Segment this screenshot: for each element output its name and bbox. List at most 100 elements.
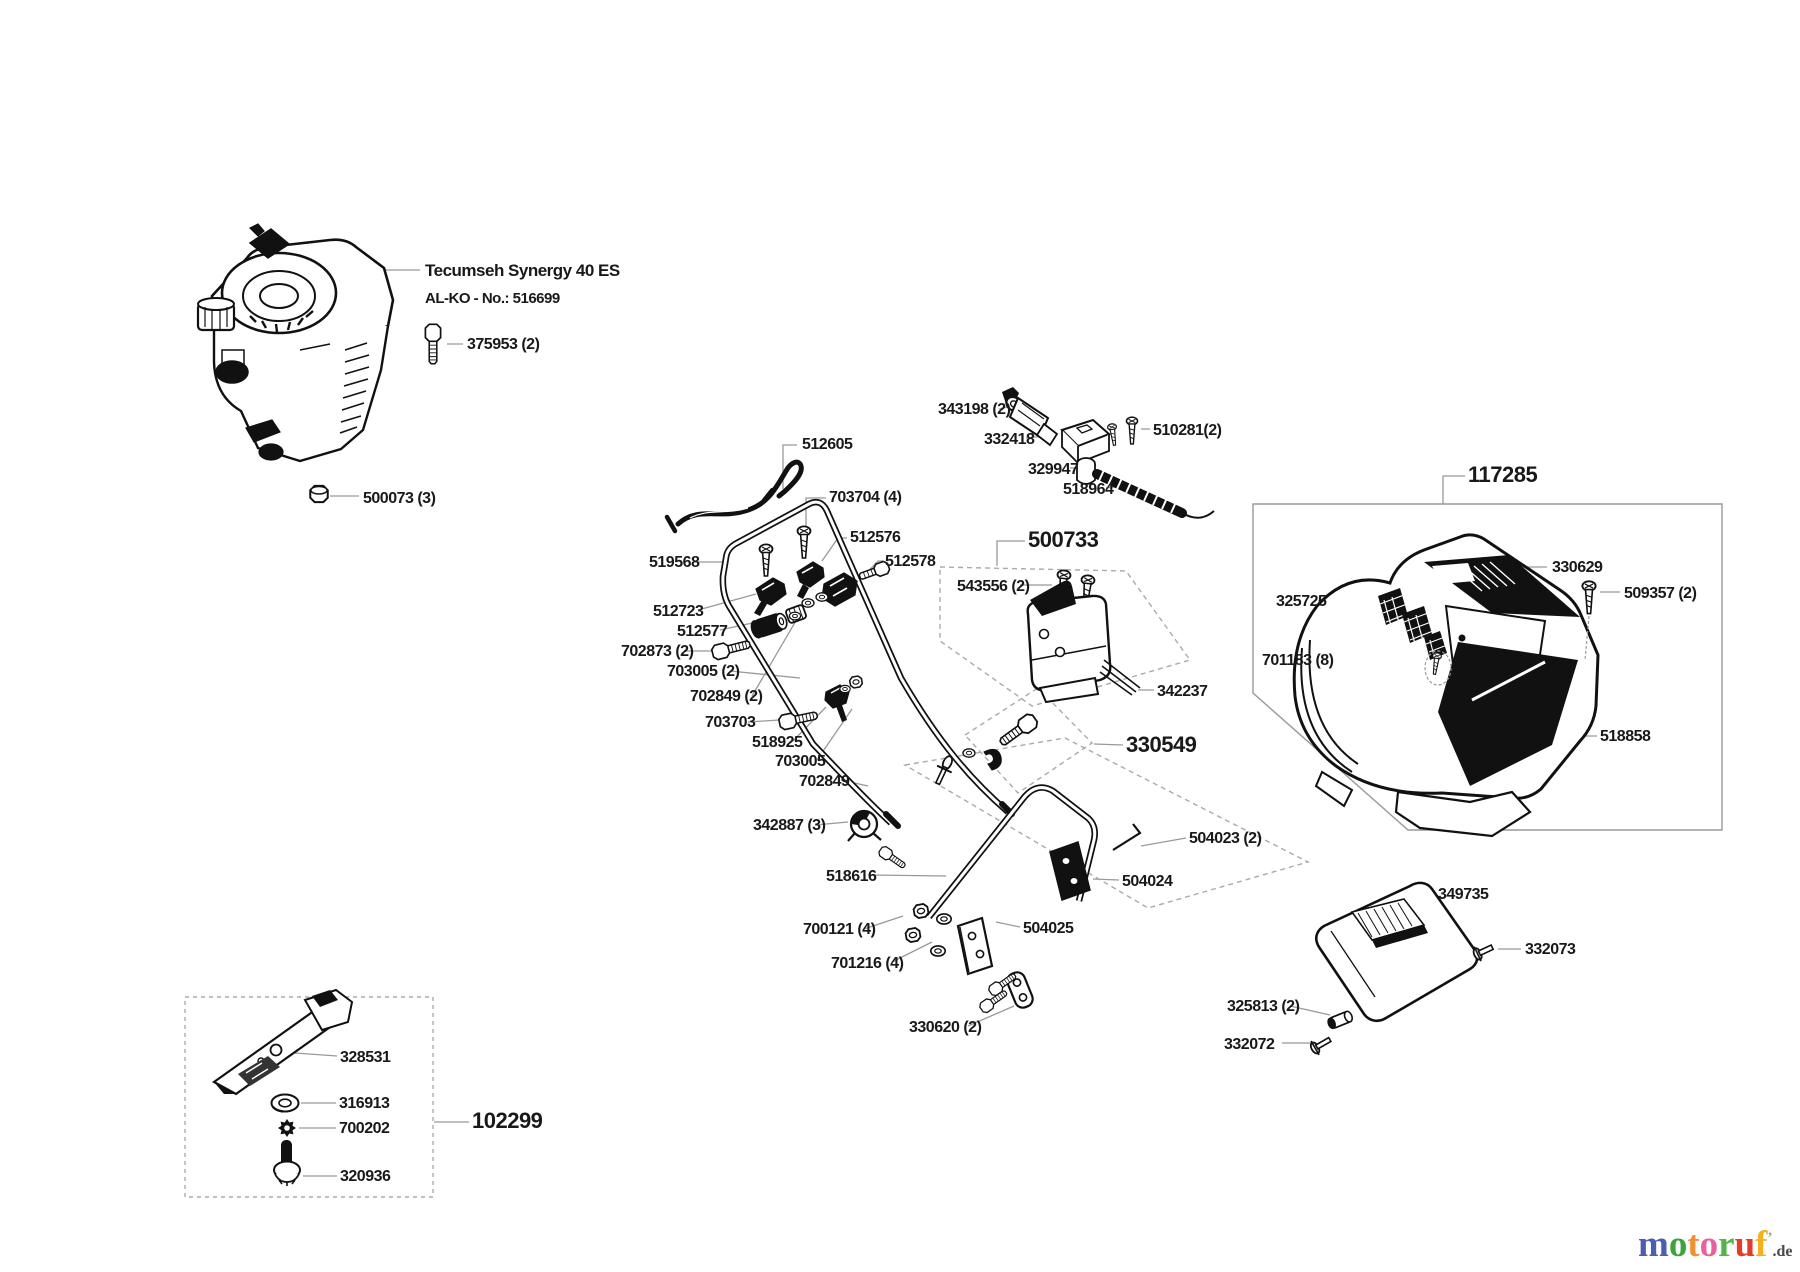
part-label-325725: 325725: [1276, 593, 1327, 610]
part-label-342887: 342887 (3): [753, 817, 826, 834]
washer-701216-icon: [935, 913, 953, 925]
part-label-700121: 700121 (4): [803, 921, 876, 938]
motoruf-logo[interactable]: motoruf’.de: [1638, 1226, 1793, 1263]
logo-letter-m: m: [1638, 1224, 1669, 1265]
part-label-703005: 703005 (2): [667, 663, 740, 680]
part-label-512723: 512723: [653, 603, 704, 620]
cylinder-512577: [750, 612, 788, 639]
logo-mark: ’: [1767, 1230, 1773, 1246]
handle-mount-parts: [904, 748, 1142, 1015]
hose-518964: [1092, 469, 1215, 519]
logo-letter-r: r: [1718, 1224, 1735, 1265]
part-label-701216: 701216 (4): [831, 955, 904, 972]
bolt-375953-icon: [424, 323, 442, 365]
part-label-701183: 701183 (8): [1262, 652, 1334, 669]
bolt-512578-icon: [858, 560, 891, 580]
part-label-702849: 702849 (2): [690, 688, 763, 705]
part-label-330549: 330549: [1126, 732, 1197, 757]
part-label-509357: 509357 (2): [1624, 585, 1697, 602]
part-label-117285: 117285: [1468, 462, 1537, 487]
pin-332072: [1309, 1036, 1332, 1056]
part-label-330620: 330620 (2): [909, 1019, 982, 1036]
plate-330620: [1006, 971, 1034, 1009]
part-label-512605: 512605: [802, 436, 853, 453]
washer-702849b-icon: [815, 592, 829, 602]
switch-assembly-500733: [1026, 568, 1141, 704]
part-label-316913: 316913: [339, 1095, 390, 1112]
part-label-510281: 510281(2): [1153, 422, 1222, 439]
part-label-512576: 512576: [850, 529, 901, 546]
box-grass-catcher-kit: [1252, 503, 1723, 831]
hook-latch: [983, 748, 1002, 771]
part-label-332418: 332418: [984, 431, 1035, 448]
part-label-519568: 519568: [649, 554, 700, 571]
part-label-504024: 504024: [1122, 873, 1173, 890]
switch-lever: [1030, 580, 1076, 616]
engine-title: Tecumseh Synergy 40 ES: [425, 261, 620, 280]
part-label-342237: 342237: [1157, 683, 1208, 700]
dashed-group-330549: [963, 687, 1094, 794]
logo-letter-o1: o: [1668, 1224, 1688, 1265]
part-label-518858: 518858: [1600, 728, 1651, 745]
washer-316913-icon: [270, 1093, 300, 1113]
screw-510281-icon: [1125, 416, 1139, 445]
bolt-342887-icon: [876, 844, 909, 872]
part-label-543556: 543556 (2): [957, 578, 1030, 595]
part-label-320936: 320936: [340, 1168, 391, 1185]
part-label-700202: 700202: [339, 1120, 390, 1137]
catcher-vents: [1378, 588, 1448, 661]
handle-clamp-parts: [710, 525, 909, 872]
part-label-343198: 343198 (2): [938, 401, 1011, 418]
star-washer-700202-icon: [278, 1119, 296, 1137]
logo-letter-f: f: [1755, 1224, 1768, 1265]
part-label-703704: 703704 (4): [829, 489, 902, 506]
engine-muffler: [215, 360, 249, 384]
wire-clip-504023: [1112, 823, 1142, 851]
part-label-102299: 102299: [472, 1108, 543, 1133]
catcher-chute: [1394, 790, 1532, 838]
part-label-329947: 329947: [1028, 461, 1079, 478]
bolt-320936-icon: [273, 1140, 301, 1186]
rod-512605: [664, 459, 804, 534]
screw-703704-icon: [758, 543, 774, 577]
nut-700121-icon: [912, 902, 930, 920]
part-label-325813: 325813 (2): [1227, 998, 1300, 1015]
clamp-512723: [755, 577, 787, 606]
bracket-504025: [956, 916, 994, 976]
part-label-702849b: 702849: [799, 773, 850, 790]
t-pin-latch: [934, 755, 953, 786]
part-label-332072: 332072: [1224, 1036, 1275, 1053]
part-label-328531: 328531: [340, 1049, 391, 1066]
part-label-349735: 349735: [1438, 886, 1489, 903]
grass-catcher-drawing: [1292, 533, 1600, 838]
part-label-500733: 500733: [1028, 527, 1099, 552]
part-label-518964: 518964: [1063, 481, 1114, 498]
part-label-702873: 702873 (2): [621, 643, 694, 660]
nut-700121b-icon: [904, 926, 922, 944]
part-label-500073: 500073 (3): [363, 490, 436, 507]
lower-handle-518616: [926, 784, 1098, 920]
washer-latch-icon: [962, 748, 976, 758]
logo-letter-o2: o: [1699, 1224, 1719, 1265]
blade-kit-drawing: [211, 988, 354, 1186]
bushing-325813: [1327, 1010, 1353, 1030]
bracket-504024: [1049, 841, 1091, 901]
screw-509357-icon: [1581, 580, 1597, 615]
part-label-703005b: 703005: [775, 753, 826, 770]
part-label-330629: 330629: [1552, 559, 1603, 576]
nut-500073-icon: [309, 484, 329, 504]
logo-letter-u: u: [1734, 1224, 1756, 1265]
bolt-702873-icon: [710, 636, 753, 662]
pin-332073: [1472, 943, 1495, 962]
dashed-group-latch: [902, 737, 1310, 909]
part-label-375953: 375953 (2): [467, 336, 540, 353]
nut-703005b-icon: [848, 674, 864, 690]
engine-drawing: [196, 223, 395, 463]
washer-512577-icon: [788, 611, 802, 621]
part-label-332073: 332073: [1525, 941, 1576, 958]
catcher-interior: [1438, 642, 1578, 786]
part-label-703703: 703703: [705, 714, 756, 731]
rear-flap-drawing: [1309, 881, 1495, 1056]
